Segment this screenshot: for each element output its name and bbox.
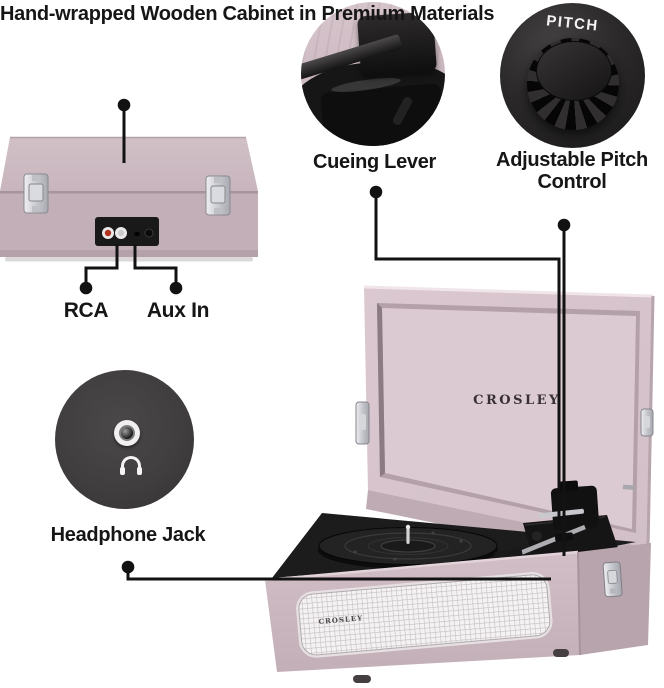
- rca-jack-red-center: [104, 229, 112, 237]
- lid-latch-left: [355, 401, 370, 445]
- turntable-photo: CROSLEY: [264, 285, 655, 683]
- cabinet-lid-seam: [0, 191, 258, 194]
- pitch-control-inset-photo: PITCH: [500, 3, 645, 148]
- aux-in-port: [134, 231, 140, 237]
- tonearm-base-plate-shape: [320, 82, 445, 146]
- dot-cueing-lever: [369, 185, 383, 199]
- base-side-face: [578, 543, 651, 655]
- headphone-icon: [121, 456, 141, 471]
- spindle: [406, 527, 410, 544]
- dot-rca: [79, 281, 93, 295]
- dot-pitch-control: [557, 218, 571, 232]
- cabinet-top-face: [0, 137, 258, 191]
- cabinet-latch-right: [205, 175, 231, 216]
- foot-right: [553, 649, 569, 657]
- headphone-jack-label: Headphone Jack: [50, 524, 206, 546]
- tonearm-tube: [512, 524, 586, 559]
- headphone-jack-hole: [119, 425, 135, 441]
- dot-cabinet-feature: [117, 98, 131, 112]
- pitch-control-label: Adjustable Pitch Control: [496, 149, 648, 193]
- power-port: [144, 228, 154, 238]
- headphone-icon-pad-left: [120, 467, 125, 475]
- foot-left: [353, 675, 371, 683]
- cabinet-latch-left: [23, 173, 49, 214]
- cabinet-bottom-edge: [0, 250, 258, 257]
- dot-aux-in: [169, 281, 183, 295]
- rca-jack-white-center: [117, 229, 125, 237]
- cueing-lever-inset-photo: [301, 2, 445, 146]
- base-side-latch: [602, 561, 623, 598]
- connection-panel: [95, 217, 159, 246]
- tonearm-pivot-tower: [550, 485, 600, 531]
- aux-in-label: Aux In: [146, 299, 210, 322]
- cabinet-feature-label: Hand-wrapped Wooden Cabinet in Premium M…: [0, 3, 495, 25]
- pitch-knob-print: PITCH: [545, 12, 600, 35]
- headphone-jack-inset-photo: [55, 370, 194, 509]
- platter: [318, 524, 498, 569]
- headphone-icon-pad-right: [137, 467, 142, 475]
- lid-brand-logo: CROSLEY: [473, 393, 561, 408]
- cabinet-shadow: [5, 257, 253, 262]
- lid-latch-right: [640, 408, 654, 437]
- grille-brand-badge: CROSLEY: [318, 613, 363, 626]
- rca-label: RCA: [63, 299, 109, 322]
- pitch-knob-top-face: [536, 41, 612, 101]
- cueing-lever-label: Cueing Lever: [312, 151, 437, 173]
- speaker-grille: CROSLEY: [296, 572, 553, 658]
- dot-headphone-jack: [121, 560, 135, 574]
- cabinet-back-photo: [0, 136, 258, 262]
- lid-hinge: [622, 484, 635, 490]
